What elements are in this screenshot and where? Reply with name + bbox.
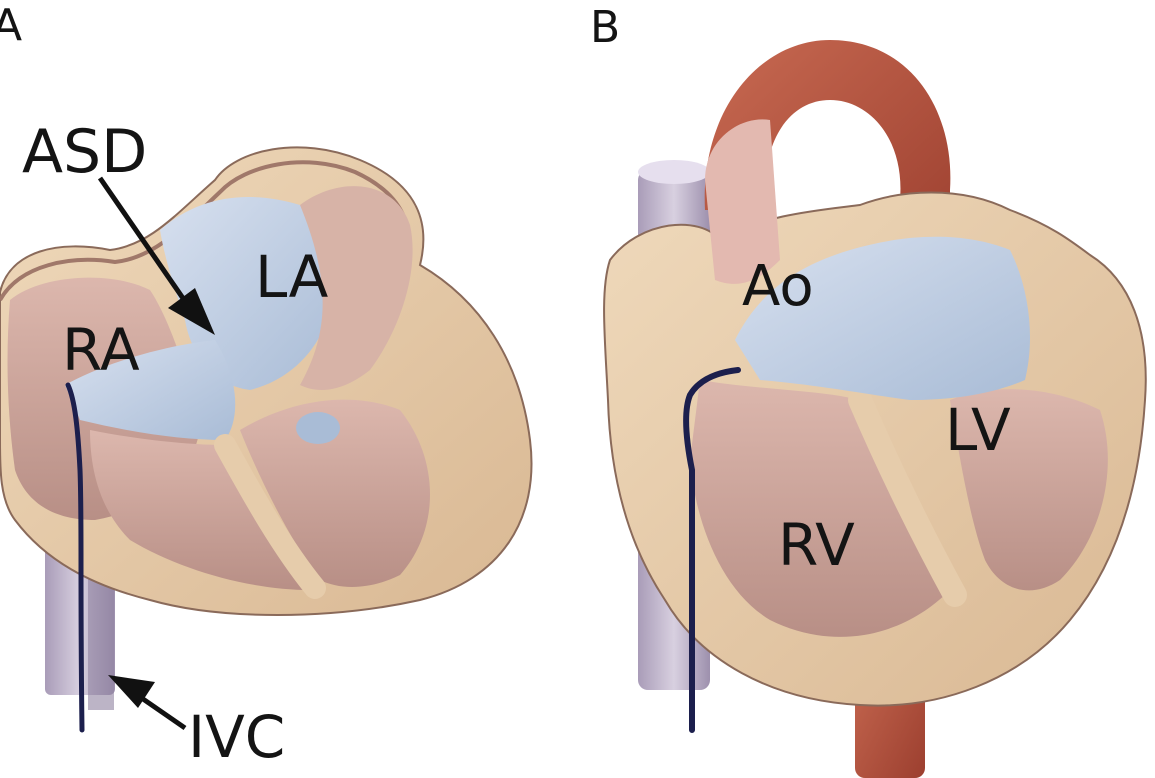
- label-ivc: IVC: [188, 703, 285, 771]
- label-ao: Ao: [742, 254, 814, 319]
- arch-opening: [804, 105, 880, 215]
- label-rv: RV: [778, 511, 855, 579]
- lv-blood-patch: [296, 412, 340, 444]
- label-la: LA: [255, 243, 329, 311]
- ivc-arrow: [108, 675, 185, 728]
- panel-a-letter: A: [0, 0, 22, 51]
- label-ra: RA: [62, 316, 140, 384]
- panel-b: B Ao LV RV: [590, 2, 1146, 778]
- label-lv: LV: [945, 396, 1011, 464]
- panel-b-letter: B: [590, 2, 620, 53]
- panel-a: A ASD LA RA IVC: [0, 0, 532, 771]
- label-asd: ASD: [22, 117, 147, 187]
